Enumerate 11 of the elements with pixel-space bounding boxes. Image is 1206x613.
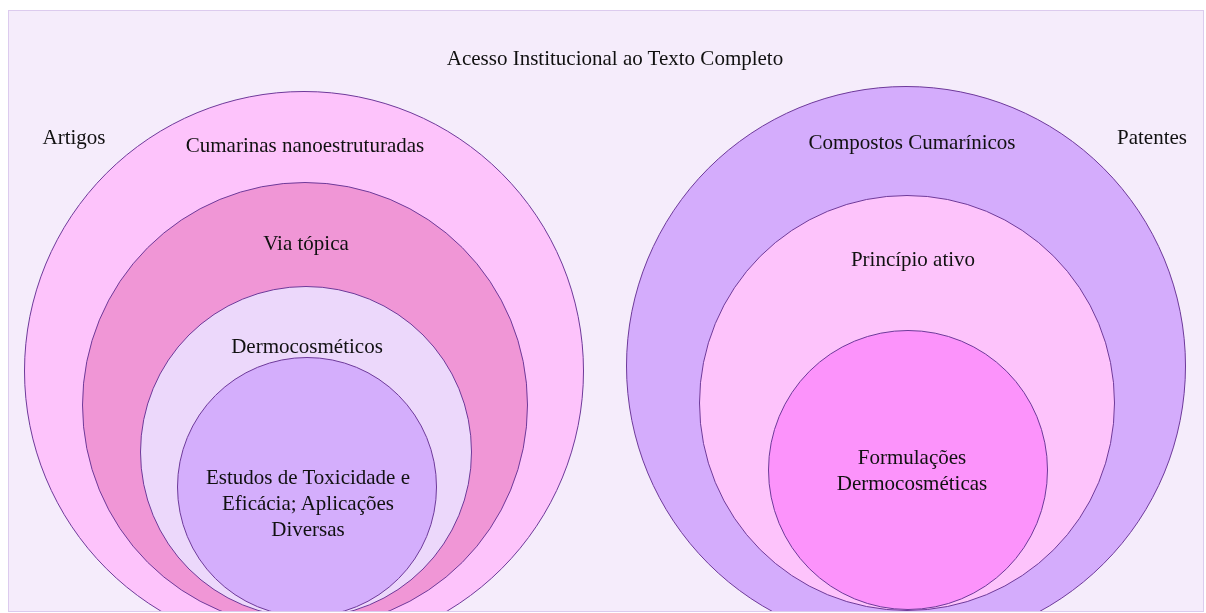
circle-label: Estudos de Toxicidade e Eficácia; Aplicações Diversas [205, 464, 411, 542]
circle-label: Via tópica [262, 230, 350, 256]
circle-label: Formulações Dermocosméticas [835, 444, 989, 496]
diagram-panel [8, 10, 1204, 612]
circle-label: Princípio ativo [849, 246, 977, 272]
circle-label: Cumarinas nanoestruturadas [184, 132, 426, 158]
circle-label: Dermocosméticos [230, 333, 384, 359]
circle-label: Compostos Cumarínicos [807, 129, 1017, 155]
category-label: Patentes [1117, 124, 1187, 150]
category-label: Artigos [42, 124, 106, 150]
panel-label: Acesso Institucional ao Texto Completo [445, 45, 785, 71]
